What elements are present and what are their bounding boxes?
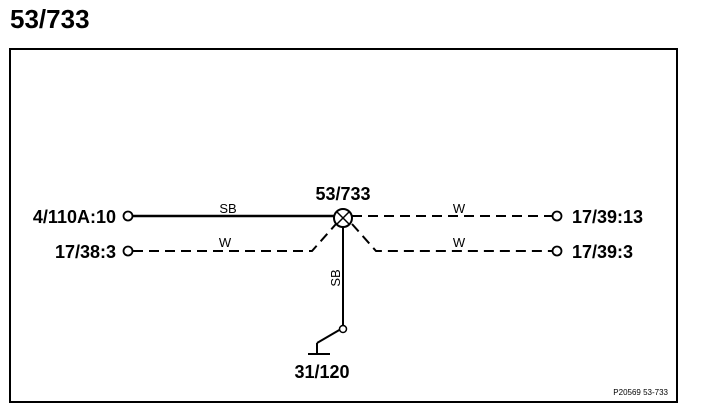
terminal-label-left-bottom: 17/38:3 [55, 242, 116, 262]
wire-color-left-top: SB [219, 201, 236, 216]
wire-color-right-top: W [453, 201, 466, 216]
page-title: 53/733 [10, 4, 90, 34]
terminal-label-right-top: 17/39:13 [572, 207, 643, 227]
terminal-left-bottom [122, 245, 134, 257]
terminal-right-bottom [551, 245, 563, 257]
wire-w-left-bottom [133, 223, 337, 252]
terminal-label-left-top: 4/110A:10 [33, 207, 116, 227]
terminal-label-right-bottom: 17/39:3 [572, 242, 633, 262]
wire-color-left-bottom: W [219, 235, 232, 250]
wire-color-vertical: SB [328, 269, 343, 286]
terminal-left-top [122, 210, 134, 222]
wire-color-right-bottom: W [453, 235, 466, 250]
ground-label: 31/120 [294, 362, 349, 382]
wire-w-right-bottom [351, 223, 552, 252]
reference-code: P20569 53-733 [613, 388, 668, 397]
ground-contact-point [338, 324, 348, 334]
splice-label: 53/733 [315, 184, 370, 204]
ground-contact-arm [316, 328, 342, 344]
terminal-right-top [551, 210, 563, 222]
splice-symbol [333, 208, 353, 228]
diagram-frame [9, 48, 678, 403]
